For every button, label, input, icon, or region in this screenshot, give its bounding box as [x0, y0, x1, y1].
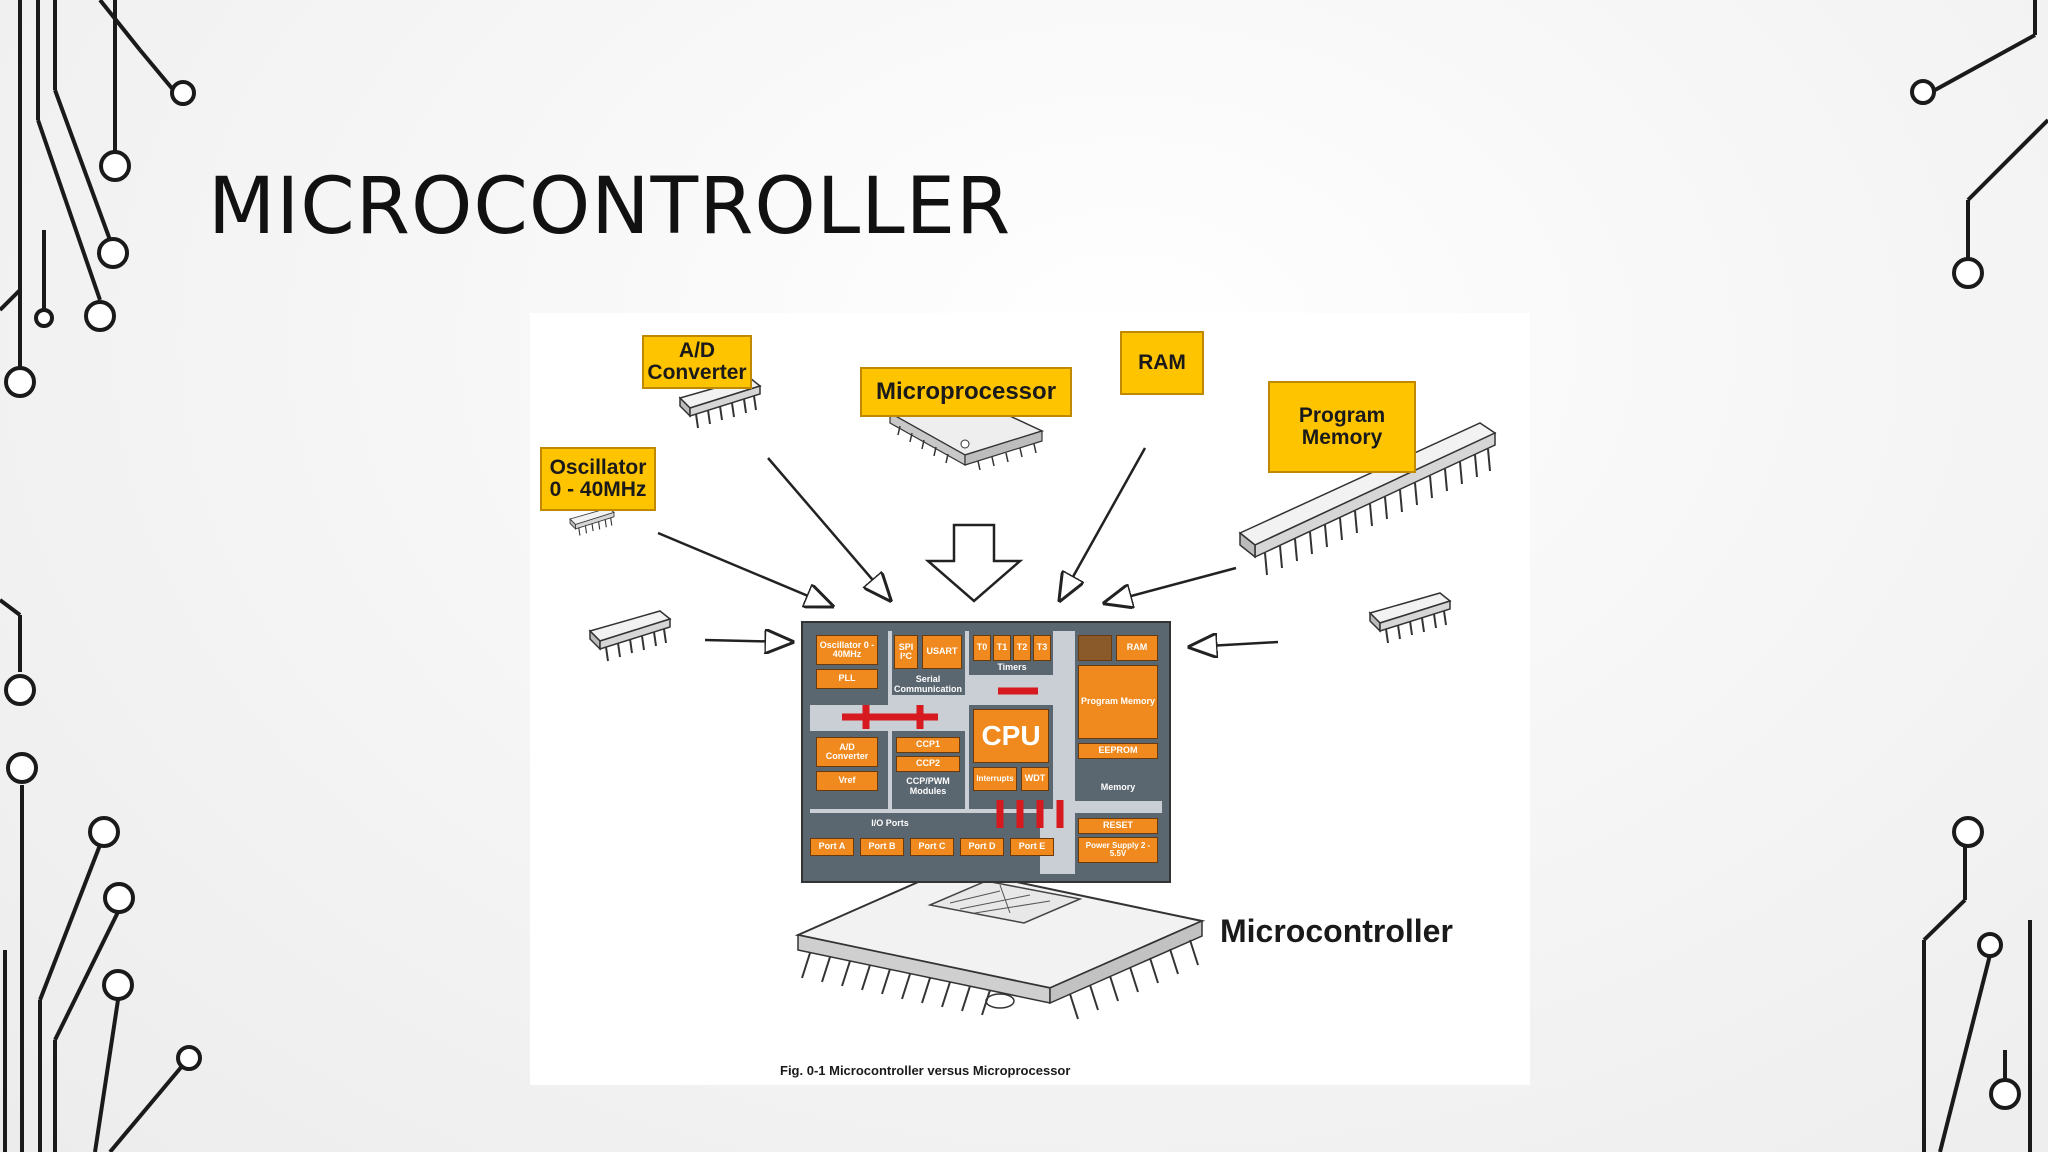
die-timers-label: Timers: [997, 662, 1027, 672]
die-ccp1-block: CCP1: [896, 737, 960, 753]
die-interrupts-block: Interrupts: [973, 767, 1017, 791]
die-t0-block: T0: [973, 635, 991, 661]
die-port-d-block: Port D: [960, 838, 1004, 856]
die-reset-block: RESET: [1078, 818, 1158, 834]
die-port-a-block: Port A: [810, 838, 854, 856]
ic-chip-icon: [1369, 592, 1451, 644]
die-memory-label: Memory: [1100, 782, 1136, 792]
die-usart-block: USART: [922, 635, 962, 669]
die-wdt-block: WDT: [1021, 767, 1049, 791]
ic-chip-icon: [589, 610, 671, 662]
die-oscillator-block: Oscillator 0 - 40MHz: [816, 635, 878, 665]
oscillator-chip-icon: [569, 507, 615, 537]
microcontroller-label: Microcontroller: [1220, 913, 1453, 949]
die-register-block: [1078, 635, 1112, 661]
program-memory-label: Program Memory: [1268, 381, 1416, 473]
die-ram-block: RAM: [1116, 635, 1158, 661]
die-pll-block: PLL: [816, 669, 878, 689]
die-eeprom-block: EEPROM: [1078, 743, 1158, 759]
die-port-c-block: Port C: [910, 838, 954, 856]
die-ccp-pwm-label: CCP/PWM Modules: [906, 776, 950, 796]
die-program-memory-block: Program Memory: [1078, 665, 1158, 739]
microprocessor-label: Microprocessor: [860, 367, 1072, 417]
die-t2-block: T2: [1013, 635, 1031, 661]
die-adc-block: A/D Converter: [816, 737, 878, 767]
slide-title: MICROCONTROLLER: [208, 162, 1012, 252]
microcontroller-chip-icon: [794, 866, 1206, 1020]
die-io-ports-label: I/O Ports: [871, 818, 909, 828]
die-power-supply-block: Power Supply 2 - 5.5V: [1078, 837, 1158, 863]
die-spi-block: SPI I²C: [894, 635, 918, 669]
die-t1-block: T1: [993, 635, 1011, 661]
die-vref-block: Vref: [816, 771, 878, 791]
die-serial-label: Serial Communication: [894, 674, 963, 694]
program-memory-chip-icon: [1238, 422, 1497, 576]
figure-caption: Fig. 0-1 Microcontroller versus Micropro…: [780, 1063, 1071, 1078]
ram-label: RAM: [1120, 331, 1204, 395]
down-arrow-icon: [924, 523, 1024, 603]
adc-label: A/D Converter: [642, 335, 752, 389]
die-t3-block: T3: [1033, 635, 1051, 661]
die-port-e-block: Port E: [1010, 838, 1054, 856]
die-port-b-block: Port B: [860, 838, 904, 856]
die-cpu-block: CPU: [973, 709, 1049, 763]
microcontroller-figure: A/D Converter Microprocessor RAM Program…: [530, 313, 1530, 1085]
die-ccp2-block: CCP2: [896, 756, 960, 772]
oscillator-label: Oscillator 0 - 40MHz: [540, 447, 656, 511]
